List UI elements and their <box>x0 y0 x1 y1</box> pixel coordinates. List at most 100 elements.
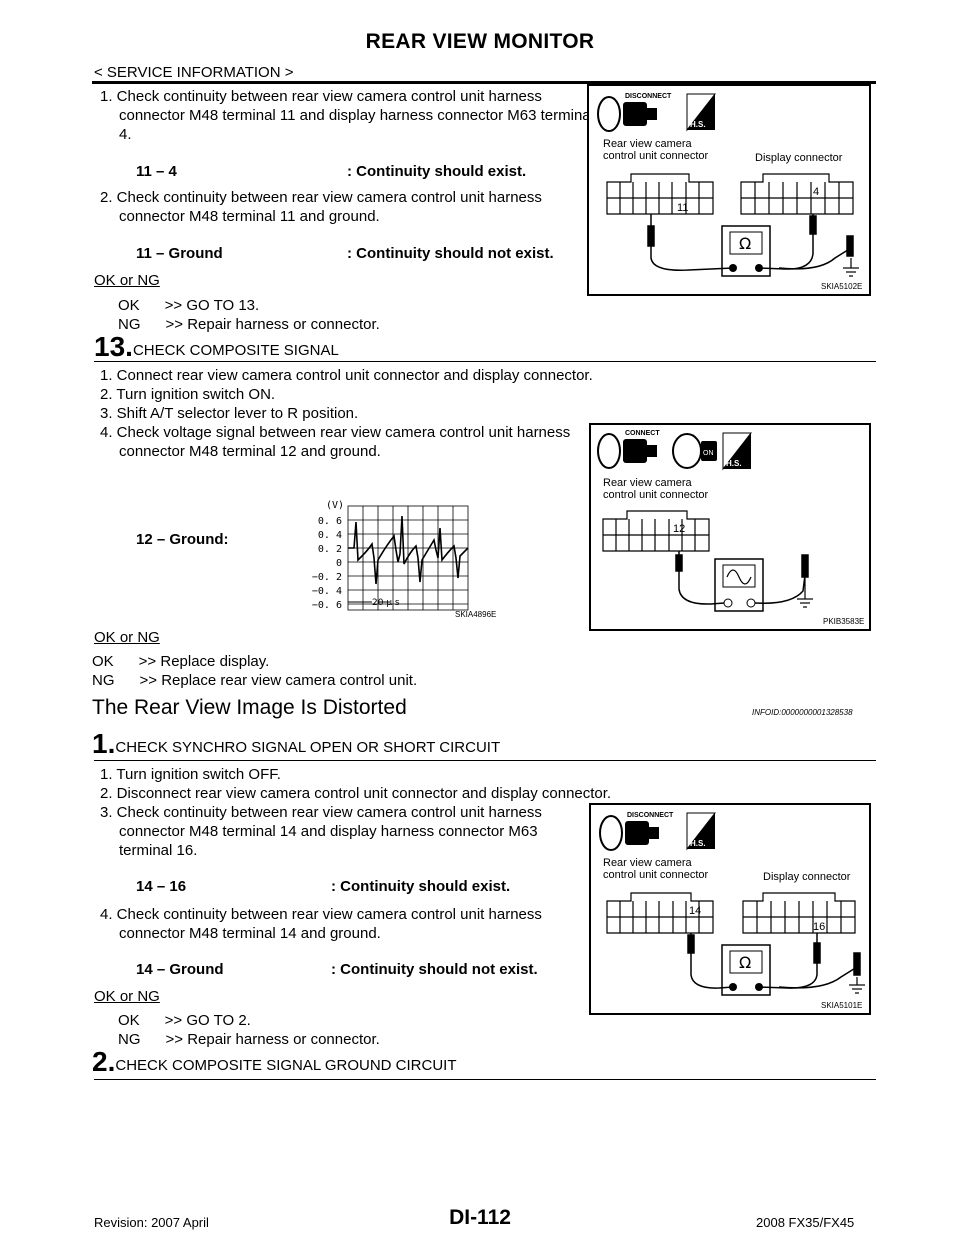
tick-label: 0 <box>336 558 342 569</box>
figure-id: SKIA5101E <box>821 1001 862 1010</box>
step12-item1: 1. Check continuity between rear view ca… <box>100 88 594 143</box>
svg-text:DISCONNECT: DISCONNECT <box>627 812 674 819</box>
ok-or-ng-label: OK or NG <box>94 272 160 289</box>
step-divider <box>94 760 876 761</box>
tick-label: −0. 4 <box>312 586 342 597</box>
disconnect-icon: DISCONNECT <box>599 812 674 851</box>
terminal-right: 4 <box>813 186 819 198</box>
svg-text:20 μ s: 20 μ s <box>372 598 400 608</box>
probe-wires <box>647 214 854 271</box>
connector-label-right: Display connector <box>755 152 843 164</box>
ok-result: OK >> GO TO 13. <box>118 297 260 314</box>
svg-text:ON: ON <box>703 450 714 457</box>
figure-id: SKIA5102E <box>821 282 862 291</box>
connector-label-right: Display connector <box>763 871 851 883</box>
connector <box>602 510 710 552</box>
step13-item3: 3. Shift A/T selector lever to R positio… <box>100 405 359 422</box>
section-breadcrumb: < SERVICE INFORMATION > <box>94 64 294 81</box>
spec-term: 14 – 16 <box>136 878 187 895</box>
svg-text:H.S.: H.S. <box>726 459 742 468</box>
step13-item1: 1. Connect rear view camera control unit… <box>100 367 593 384</box>
oscilloscope-waveform: (V) 0. 6 0. 4 0. 2 0 −0. 2 −0. 4 −0. 6 2… <box>312 500 469 611</box>
probe-wires <box>687 933 861 989</box>
ground-symbol-icon <box>797 577 813 608</box>
ground-symbol-icon <box>843 258 859 277</box>
ignition-on-icon: ON <box>672 433 717 469</box>
step-number: 13. <box>94 331 133 362</box>
step1-item3: 3. Check continuity between rear view ca… <box>100 804 542 859</box>
spec-term: 14 – Ground <box>136 961 224 978</box>
axis-unit: (V) <box>326 500 344 511</box>
spec-term: 11 – 4 <box>136 163 177 180</box>
spec-value: : Continuity should not exist. <box>331 961 538 978</box>
spec-term: 12 – Ground: <box>136 531 229 548</box>
figure-composite-signal: CONNECT ON H.S. Rear view camera control… <box>589 423 871 631</box>
info-id: INFOID:0000000001328538 <box>752 708 853 717</box>
terminal: 12 <box>673 523 685 535</box>
ok-result: OK >> Replace display. <box>92 653 270 670</box>
ng-result: NG >> Replace rear view camera control u… <box>92 672 418 689</box>
footer-model: 2008 FX35/FX45 <box>756 1215 855 1230</box>
step-title: CHECK SYNCHRO SIGNAL OPEN OR SHORT CIRCU… <box>115 739 501 756</box>
ok-result: OK >> GO TO 2. <box>118 1012 251 1029</box>
tick-label: 0. 6 <box>318 516 342 527</box>
svg-text:H.S.: H.S. <box>690 120 706 129</box>
waveform-grid <box>347 505 469 611</box>
step-1-heading: 1.CHECK SYNCHRO SIGNAL OPEN OR SHORT CIR… <box>92 728 500 760</box>
ok-or-ng-label: OK or NG <box>94 629 160 646</box>
step-number: 2. <box>92 1046 116 1077</box>
waveform-trace <box>348 515 469 585</box>
step-number: 1. <box>92 728 116 759</box>
step-13-heading: 13.CHECK COMPOSITE SIGNAL <box>94 331 339 363</box>
footer-revision: Revision: 2007 April <box>94 1215 209 1230</box>
ng-result: NG >> Repair harness or connector. <box>118 1031 380 1048</box>
figure-id: PKIB3583E <box>823 617 864 626</box>
header-rule <box>92 81 876 84</box>
connector-diagram: DISCONNECT H.S. Rear view camera control… <box>597 93 862 291</box>
terminal-right: 16 <box>813 921 825 933</box>
connector-diagram: DISCONNECT H.S. Rear view camera control… <box>599 812 865 1010</box>
timebase-marker: 20 μ s <box>348 598 400 608</box>
tick-label: −0. 2 <box>312 572 342 583</box>
connector-left <box>606 892 714 934</box>
svg-text:H.S.: H.S. <box>690 839 706 848</box>
tick-label: 0. 4 <box>318 530 342 541</box>
svg-text:CONNECT: CONNECT <box>625 430 660 437</box>
spec-value: : Continuity should not exist. <box>347 245 554 262</box>
figure-id: SKIA4896E <box>455 610 497 619</box>
step1-item4: 4. Check continuity between rear view ca… <box>100 906 542 942</box>
figure-continuity-check-1: DISCONNECT H.S. Rear view camera control… <box>587 84 871 296</box>
harness-side-icon: H.S. <box>686 812 717 851</box>
step-2-heading: 2.CHECK COMPOSITE SIGNAL GROUND CIRCUIT <box>92 1046 457 1078</box>
page-title: REAR VIEW MONITOR <box>365 30 595 53</box>
page-number: DI-112 <box>449 1206 511 1229</box>
spec-value: : Continuity should exist. <box>347 163 527 180</box>
harness-side-icon: H.S. <box>686 93 717 132</box>
connector-label-left: Rear view camera control unit connector <box>603 138 709 162</box>
ng-result: NG >> Repair harness or connector. <box>118 316 380 333</box>
ok-or-ng-label: OK or NG <box>94 988 160 1005</box>
tick-label: −0. 6 <box>312 600 342 611</box>
svg-text:Ω: Ω <box>739 234 751 253</box>
section-title: The Rear View Image Is Distorted <box>92 696 407 719</box>
svg-text:Ω: Ω <box>739 953 751 972</box>
disconnect-icon: DISCONNECT <box>597 93 672 132</box>
step1-item1: 1. Turn ignition switch OFF. <box>100 766 281 783</box>
connector-left <box>606 173 714 215</box>
step13-item2: 2. Turn ignition switch ON. <box>100 386 276 403</box>
connector-label-left: Rear view camera control unit connector <box>603 857 709 881</box>
terminal-left: 14 <box>689 905 701 917</box>
connector-diagram: CONNECT ON H.S. Rear view camera control… <box>597 430 864 626</box>
connector-right <box>742 892 856 934</box>
harness-side-icon: H.S. <box>722 432 753 471</box>
step-title: CHECK COMPOSITE SIGNAL GROUND CIRCUIT <box>115 1057 457 1074</box>
connect-icon: CONNECT <box>597 430 660 469</box>
figure-continuity-check-2: DISCONNECT H.S. Rear view camera control… <box>589 803 871 1015</box>
svg-text:DISCONNECT: DISCONNECT <box>625 93 672 100</box>
step13-item4: 4. Check voltage signal between rear vie… <box>100 424 571 460</box>
step1-item2: 2. Disconnect rear view camera control u… <box>100 785 612 802</box>
waveform-graph: (V) 0. 6 0. 4 0. 2 0 −0. 2 −0. 4 −0. 6 2… <box>310 498 496 623</box>
step-title: CHECK COMPOSITE SIGNAL <box>132 342 339 359</box>
connector-right <box>740 173 854 215</box>
terminal-left: 11 <box>677 202 688 214</box>
